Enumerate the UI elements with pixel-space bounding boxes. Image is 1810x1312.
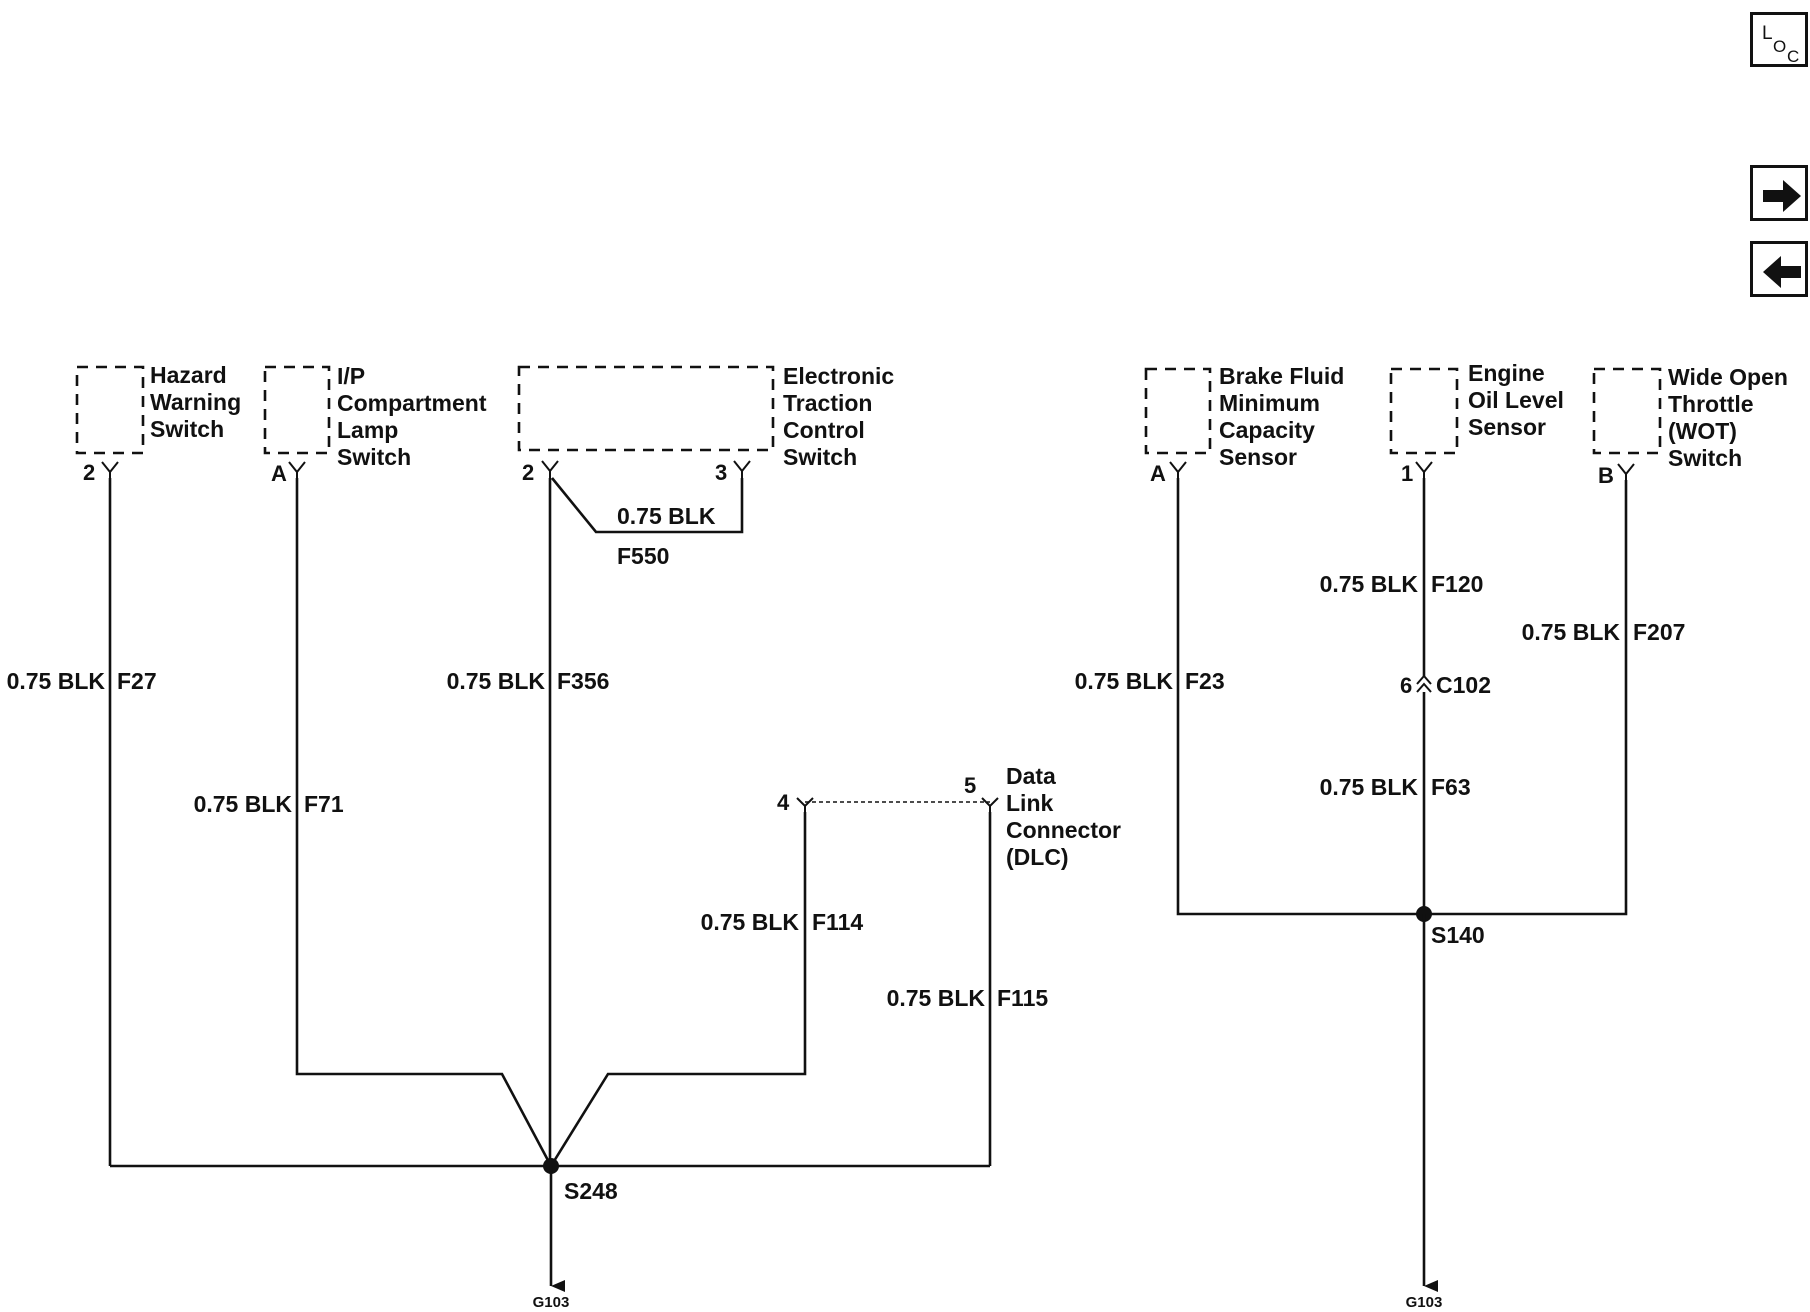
pin-hazard: 2 <box>83 460 95 485</box>
svg-text:Switch: Switch <box>1668 445 1742 471</box>
wire-f356-circuit: F356 <box>557 668 609 694</box>
wot-switch: Wide Open Throttle (WOT) Switch B <box>1592 364 1788 488</box>
wire-f356-size: 0.75 BLK <box>447 668 546 694</box>
svg-text:Connector: Connector <box>1006 817 1121 843</box>
svg-text:L: L <box>1762 23 1773 44</box>
wire-f63-circuit: F63 <box>1431 774 1471 800</box>
svg-text:Hazard: Hazard <box>150 362 227 388</box>
svg-text:Warning: Warning <box>150 389 241 415</box>
back-button[interactable] <box>1750 241 1808 297</box>
forward-button[interactable] <box>1750 165 1808 221</box>
connector-c102-label: C102 <box>1436 672 1491 698</box>
wire-f120-circuit: F120 <box>1431 571 1483 597</box>
pin-dlc-4: 4 <box>777 790 790 815</box>
svg-text:(DLC): (DLC) <box>1006 844 1069 870</box>
wire-f120-size: 0.75 BLK <box>1320 571 1419 597</box>
pin-dlc-5: 5 <box>964 773 976 798</box>
arrow-right-icon <box>1763 180 1801 212</box>
wire-f550 <box>550 477 744 534</box>
wire-f23 <box>1176 478 1424 916</box>
svg-text:I/P: I/P <box>337 363 365 389</box>
arrow-left-icon <box>1763 256 1801 288</box>
svg-text:Capacity: Capacity <box>1219 417 1315 443</box>
wire-f23-circuit: F23 <box>1185 668 1225 694</box>
wire-f550-size: 0.75 BLK <box>617 503 716 529</box>
svg-text:Oil Level: Oil Level <box>1468 387 1564 413</box>
locator-icon: L O C <box>1762 23 1799 66</box>
svg-text:Switch: Switch <box>150 416 224 442</box>
ground-g103-right: G103 <box>1406 1294 1443 1311</box>
pin-etc-3: 3 <box>715 460 727 485</box>
svg-text:Switch: Switch <box>783 444 857 470</box>
wire-f114-size: 0.75 BLK <box>701 909 800 935</box>
splice-s140-label: S140 <box>1431 922 1485 948</box>
ground-g103-left: G103 <box>533 1294 570 1311</box>
svg-text:Traction: Traction <box>783 390 872 416</box>
wire-f115-size: 0.75 BLK <box>887 985 986 1011</box>
svg-text:O: O <box>1773 37 1786 56</box>
data-link-connector: 4 5 Data Link Connector (DLC) <box>777 763 1121 870</box>
pin-c102: 6 <box>1400 673 1412 698</box>
ip-compartment-lamp-switch: I/P Compartment Lamp Switch A <box>263 363 487 486</box>
wire-f71 <box>295 478 553 1167</box>
wire-f114 <box>549 812 807 1167</box>
svg-text:Electronic: Electronic <box>783 363 894 389</box>
svg-text:C: C <box>1787 47 1799 66</box>
svg-text:Sensor: Sensor <box>1468 414 1546 440</box>
electronic-traction-control-switch: Electronic Traction Control Switch 2 3 <box>517 363 894 485</box>
pin-wot: B <box>1598 463 1614 488</box>
svg-text:Engine: Engine <box>1468 360 1545 386</box>
wire-f114-circuit: F114 <box>812 909 863 935</box>
wire-f207 <box>1424 480 1628 916</box>
svg-text:(WOT): (WOT) <box>1668 418 1737 444</box>
wire-f115-circuit: F115 <box>997 985 1048 1011</box>
svg-text:Minimum: Minimum <box>1219 390 1320 416</box>
wire-f71-circuit: F71 <box>304 791 344 817</box>
pin-oil: 1 <box>1401 461 1413 486</box>
engine-oil-level-sensor: Engine Oil Level Sensor 1 <box>1389 360 1564 486</box>
wire-f550-circuit: F550 <box>617 543 669 569</box>
locator-button[interactable]: L O C <box>1750 12 1808 67</box>
connector-c102: 6 C102 <box>1400 672 1491 698</box>
svg-text:Brake Fluid: Brake Fluid <box>1219 363 1344 389</box>
pin-etc-2: 2 <box>522 460 534 485</box>
pin-ip-lamp: A <box>271 461 287 486</box>
wire-f63-size: 0.75 BLK <box>1320 774 1419 800</box>
svg-text:Wide Open: Wide Open <box>1668 364 1788 390</box>
pin-brake: A <box>1150 461 1166 486</box>
wire-f207-size: 0.75 BLK <box>1522 619 1621 645</box>
svg-text:Data: Data <box>1006 763 1056 789</box>
brake-fluid-sensor: Brake Fluid Minimum Capacity Sensor A <box>1144 363 1344 486</box>
svg-text:Control: Control <box>783 417 865 443</box>
svg-text:Sensor: Sensor <box>1219 444 1297 470</box>
wire-f23-size: 0.75 BLK <box>1075 668 1174 694</box>
svg-text:Switch: Switch <box>337 444 411 470</box>
hazard-warning-switch: Hazard Warning Switch 2 <box>75 362 241 485</box>
wire-f27-circuit: F27 <box>117 668 157 694</box>
wire-f27-size: 0.75 BLK <box>7 668 106 694</box>
wire-f71-size: 0.75 BLK <box>194 791 293 817</box>
wire-f207-circuit: F207 <box>1633 619 1685 645</box>
svg-text:Throttle: Throttle <box>1668 391 1754 417</box>
svg-text:Compartment: Compartment <box>337 390 487 416</box>
svg-text:Lamp: Lamp <box>337 417 398 443</box>
splice-s248-label: S248 <box>564 1178 618 1204</box>
svg-text:Link: Link <box>1006 790 1053 816</box>
